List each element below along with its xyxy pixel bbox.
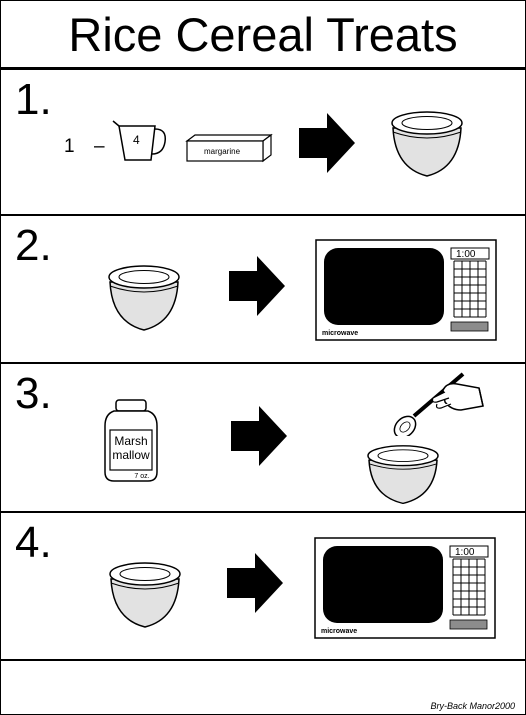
arrow-right-icon (299, 113, 355, 173)
quantity-text: 1 (64, 136, 75, 157)
bowl-icon (108, 265, 180, 331)
jar-label-line2: mallow (112, 448, 150, 462)
dash-text: – (94, 136, 105, 157)
measuring-cup-icon: 1 – 4 (64, 120, 167, 161)
credit-text: Bry-Back Manor2000 (430, 701, 515, 711)
arrow-right-icon (227, 553, 283, 613)
step-number: 3. (15, 369, 52, 418)
divider (1, 214, 525, 216)
bowl-icon (391, 111, 463, 177)
microwave-button (450, 321, 489, 332)
marshmallow-jar-icon: Marsh mallow 7 oz. (104, 399, 158, 482)
microwave-label: microwave (321, 628, 357, 635)
microwave-label: microwave (322, 330, 358, 337)
arrow-right-icon (231, 406, 287, 466)
margarine-label: margarine (204, 147, 241, 156)
jar-label-line1: Marsh (114, 434, 147, 448)
microwave-icon: 1:00 microwave (315, 239, 497, 341)
microwave-timer: 1:00 (456, 249, 476, 260)
page-title: Rice Cereal Treats (68, 7, 458, 61)
divider (1, 362, 525, 364)
arrow-right-icon (229, 256, 285, 316)
hand-spoon-icon (393, 372, 484, 436)
step-4: 4. 1:00 microwave (1, 513, 525, 659)
microwave-icon: 1:00 microwave (314, 537, 496, 639)
bowl-icon (109, 562, 181, 628)
microwave-button (449, 619, 488, 630)
step-number: 4. (15, 518, 52, 567)
step-1: 1. 1 – 4 margarine (1, 70, 525, 214)
step-3: 3. Marsh mallow 7 oz. (1, 364, 525, 511)
bowl-icon (367, 445, 439, 504)
cup-measure-label: 4 (133, 133, 140, 147)
microwave-timer: 1:00 (455, 547, 475, 558)
divider (1, 67, 525, 70)
divider (1, 511, 525, 513)
divider (1, 659, 525, 661)
step-2: 2. 1:00 microwave (1, 216, 525, 362)
step-number: 1. (15, 75, 52, 124)
jar-size-label: 7 oz. (134, 473, 149, 480)
step-number: 2. (15, 221, 52, 270)
margarine-stick-icon: margarine (185, 133, 273, 163)
